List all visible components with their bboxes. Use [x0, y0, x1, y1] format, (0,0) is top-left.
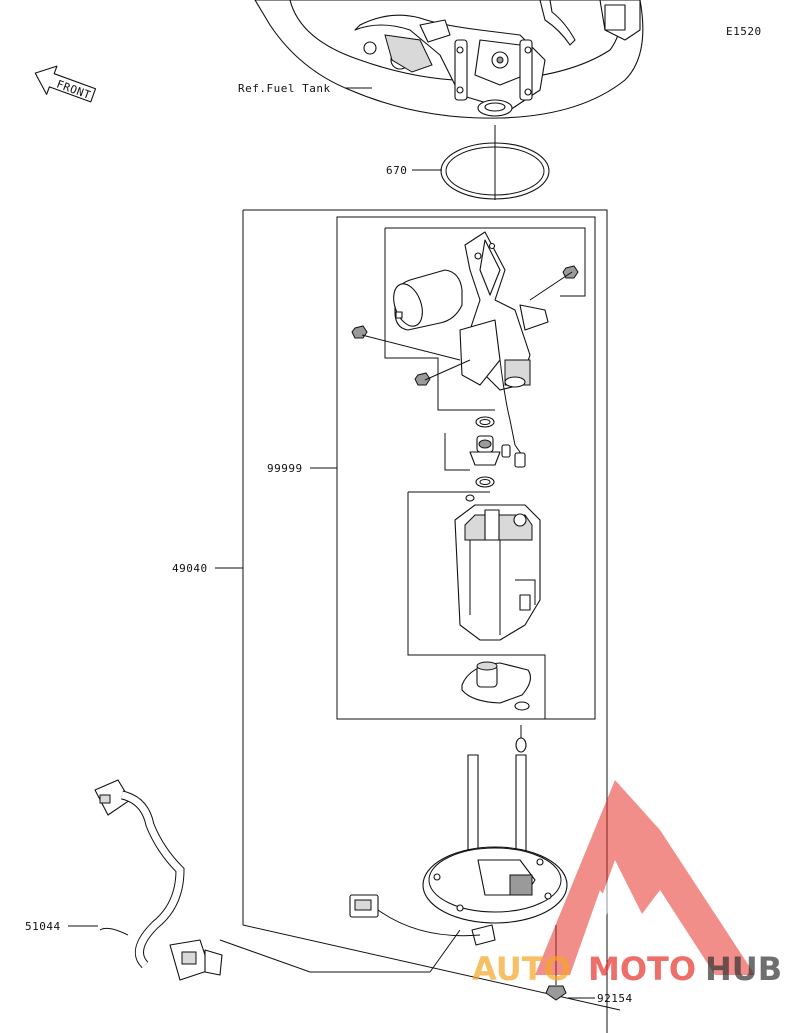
fuel-filter [461, 661, 531, 704]
svg-text:MOTO: MOTO [588, 950, 696, 988]
front-arrow-icon: FRONT [34, 65, 97, 103]
fuel-level-sender [393, 231, 549, 468]
svg-text:AUTO: AUTO [472, 950, 571, 988]
ref-fuel-tank-label: Ref.Fuel Tank [238, 82, 331, 95]
callout-51044: 51044 [25, 920, 61, 933]
filter-seal [514, 701, 530, 711]
wire-harness [94, 779, 223, 981]
callout-92154: 92154 [597, 992, 633, 1005]
pressure-regulator [469, 435, 501, 466]
callout-99999: 99999 [267, 462, 303, 475]
pump-bracket [422, 725, 568, 946]
seal-ring-lower [475, 476, 495, 488]
watermark-logo [535, 780, 755, 975]
callout-49040: 49040 [172, 562, 208, 575]
callout-670: 670 [386, 164, 407, 177]
watermark-text: AUTO MOTO HUB [472, 950, 782, 988]
fuel-tank [254, 0, 644, 119]
fuel-pump [454, 494, 541, 641]
screw-icon [351, 265, 579, 386]
seal-ring [475, 416, 495, 428]
svg-text:HUB: HUB [705, 950, 782, 988]
flange-connector [349, 894, 481, 937]
diagram-code: E1520 [726, 25, 762, 38]
